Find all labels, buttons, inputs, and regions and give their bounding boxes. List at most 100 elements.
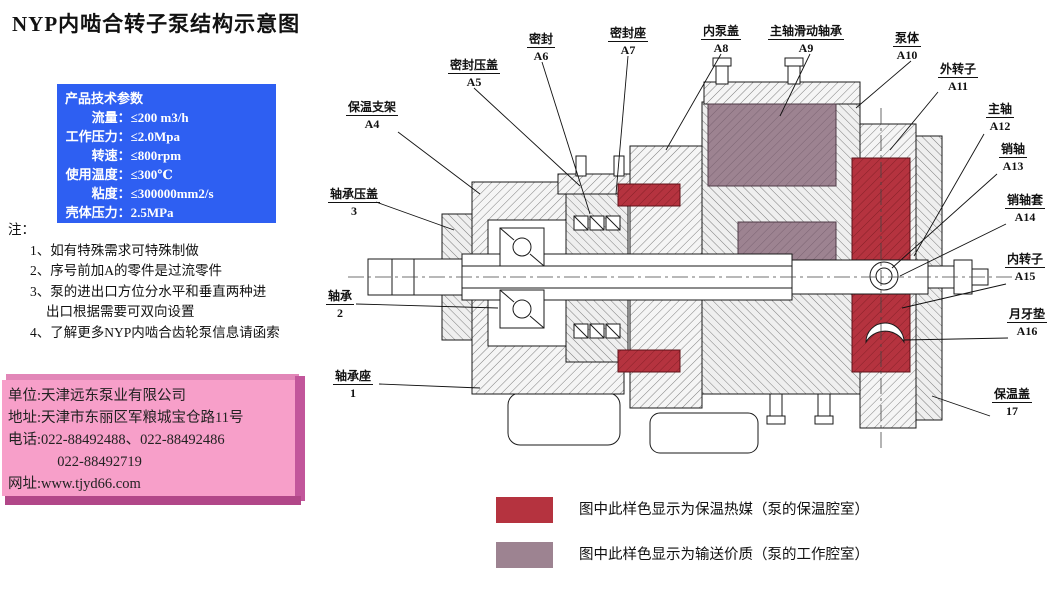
part-name: 泵体 xyxy=(893,31,922,48)
part-name: 销轴 xyxy=(999,142,1028,159)
part-label-a7: 密封座 A7 xyxy=(608,26,649,58)
part-code: A7 xyxy=(620,43,636,58)
note-line: 1、如有特殊需求可特殊制做 xyxy=(30,242,199,258)
spec-label: 转速： xyxy=(91,148,131,163)
part-label-17: 保温盖 17 xyxy=(992,387,1033,419)
part-code: A14 xyxy=(1014,210,1036,225)
part-code: A8 xyxy=(713,41,729,56)
part-label-a4: 保温支架 A4 xyxy=(346,100,399,132)
notes-block: 注： 1、如有特殊需求可特殊制做 2、序号前加A的零件是过流零件 3、泵的进出口… xyxy=(8,220,280,343)
spec-panel-header: 产品技术参数 xyxy=(65,91,144,106)
part-code: A5 xyxy=(466,75,482,90)
part-label-a12: 主轴 A12 xyxy=(986,102,1015,134)
legend-row-hot-media: 图中此样色显示为保温热媒（泵的保温腔室） xyxy=(496,497,869,523)
company-card: 单位:天津远东泵业有限公司 地址:天津市东丽区军粮城宝仓路11号 电话:022-… xyxy=(2,374,305,505)
spec-label: 流量： xyxy=(91,110,131,125)
bolt-details xyxy=(575,57,834,425)
part-name: 保温盖 xyxy=(992,387,1033,404)
spec-value: ≤300000mm2/s xyxy=(130,186,214,201)
part-name: 密封座 xyxy=(608,26,649,43)
part-code: A6 xyxy=(533,49,549,64)
part-label-a14: 销轴套 A14 xyxy=(1005,193,1046,225)
company-address-line: 地址:天津市东丽区军粮城宝仓路11号 xyxy=(8,410,244,426)
note-line: 3、泵的进出口方位分水平和垂直两种进 xyxy=(30,283,267,299)
spec-value: ≤300℃ xyxy=(130,167,173,182)
spec-value: ≤2.0Mpa xyxy=(130,129,180,144)
spec-value: 2.5MPa xyxy=(130,205,174,220)
page-title: NYP内啮合转子泵结构示意图 xyxy=(12,12,301,36)
centerlines xyxy=(348,108,1018,448)
part-name: 月牙垫 xyxy=(1007,307,1048,324)
notes-label: 注： xyxy=(8,222,35,237)
part-name: 轴承座 xyxy=(333,369,374,386)
part-name: 密封压盖 xyxy=(448,58,501,75)
part-name: 外转子 xyxy=(938,62,979,79)
spec-row-flow: 流量： ≤200 m3/h xyxy=(63,108,270,127)
company-card-edge-right xyxy=(295,376,305,501)
part-code: 2 xyxy=(337,306,343,321)
spec-label: 粘度： xyxy=(91,186,131,201)
part-name: 主轴滑动轴承 xyxy=(768,24,845,41)
legend-label-hot-media: 图中此样色显示为保温热媒（泵的保温腔室） xyxy=(579,502,869,518)
part-name: 保温支架 xyxy=(346,100,399,117)
legend-row-work-chamber: 图中此样色显示为输送价质（泵的工作腔室） xyxy=(496,542,869,568)
part-name: 内泵盖 xyxy=(701,24,742,41)
company-card-edge-top xyxy=(6,374,299,380)
part-code: 1 xyxy=(350,386,356,401)
legend-swatch-work-chamber xyxy=(496,542,553,568)
company-name-line: 单位:天津远东泵业有限公司 xyxy=(8,388,187,404)
spec-label: 工作压力： xyxy=(65,129,131,144)
spec-value: ≤800rpm xyxy=(130,148,182,163)
part-name: 销轴套 xyxy=(1005,193,1046,210)
company-card-edge-bottom xyxy=(5,496,301,505)
part-code: A12 xyxy=(989,119,1011,134)
part-label-a10: 泵体 A10 xyxy=(893,31,922,63)
spec-panel: 产品技术参数 流量： ≤200 m3/h 工作压力： ≤2.0Mpa 转速： ≤… xyxy=(57,84,276,223)
legend-label-work-chamber: 图中此样色显示为输送价质（泵的工作腔室） xyxy=(579,547,869,563)
part-label-1: 轴承座 1 xyxy=(333,369,374,401)
bearing-and-seal-details xyxy=(499,215,905,344)
part-label-a11: 外转子 A11 xyxy=(938,62,979,94)
part-label-a13: 销轴 A13 xyxy=(999,142,1028,174)
company-website-line: 网址:www.tjyd66.com xyxy=(8,476,141,492)
note-line: 出口根据需要可双向设置 xyxy=(46,304,195,319)
pump-drawing xyxy=(318,8,1063,488)
spec-label: 壳体压力： xyxy=(65,205,131,220)
spec-value: ≤200 m3/h xyxy=(130,110,189,125)
spec-row-viscosity: 粘度： ≤300000mm2/s xyxy=(63,184,270,203)
part-code: A11 xyxy=(948,79,969,94)
part-code: 17 xyxy=(1006,404,1018,419)
part-code: A4 xyxy=(364,117,380,132)
company-phone-line: 电话:022-88492488、022-88492486 xyxy=(8,432,225,448)
part-label-a16: 月牙垫 A16 xyxy=(1007,307,1048,339)
part-label-a9: 主轴滑动轴承 A9 xyxy=(768,24,845,56)
pump-cross-section xyxy=(348,53,1018,454)
part-label-2: 轴承 2 xyxy=(326,289,355,321)
part-name: 轴承 xyxy=(326,289,355,306)
part-label-a5: 密封压盖 A5 xyxy=(448,58,501,90)
part-name: 密封 xyxy=(527,32,556,49)
part-name: 内转子 xyxy=(1005,252,1046,269)
part-code: A9 xyxy=(798,41,814,56)
part-label-a6: 密封 A6 xyxy=(527,32,556,64)
spec-row-speed: 转速： ≤800rpm xyxy=(63,146,270,165)
part-label-3: 轴承压盖 3 xyxy=(328,187,381,219)
part-name: 主轴 xyxy=(986,102,1015,119)
note-line: 2、序号前加A的零件是过流零件 xyxy=(30,263,222,278)
note-line: 4、了解更多NYP内啮合齿轮泵信息请函索 xyxy=(30,324,280,340)
company-phone-line-2: 022-88492719 xyxy=(57,454,142,470)
spec-row-shell-pressure: 壳体压力： 2.5MPa xyxy=(63,203,270,222)
leader-lines xyxy=(355,53,1009,417)
part-code: A16 xyxy=(1016,324,1038,339)
spec-row-temperature: 使用温度： ≤300℃ xyxy=(63,165,270,184)
part-code: A13 xyxy=(1002,159,1024,174)
part-code: A10 xyxy=(896,48,918,63)
part-label-a15: 内转子 A15 xyxy=(1005,252,1046,284)
part-code: A15 xyxy=(1014,269,1036,284)
spec-row-pressure: 工作压力： ≤2.0Mpa xyxy=(63,127,270,146)
part-label-a8: 内泵盖 A8 xyxy=(701,24,742,56)
part-name: 轴承压盖 xyxy=(328,187,381,204)
company-card-face: 单位:天津远东泵业有限公司 地址:天津市东丽区军粮城宝仓路11号 电话:022-… xyxy=(2,380,295,496)
part-code: 3 xyxy=(351,204,357,219)
